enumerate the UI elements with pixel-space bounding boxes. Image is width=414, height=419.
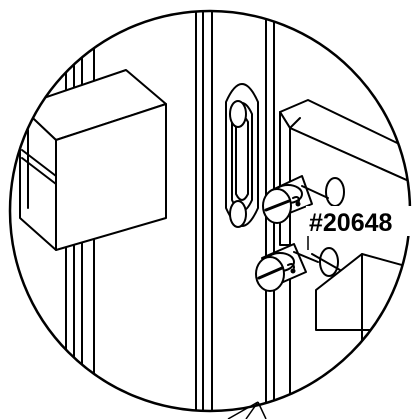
- callout-pointer: [227, 401, 267, 419]
- part-number-callout: #20648: [306, 206, 414, 250]
- left-bracket-block: [19, 69, 167, 251]
- strike-plate: [225, 83, 259, 228]
- upper-pin-screw: [262, 175, 329, 224]
- part-number-label: #20648: [309, 209, 393, 237]
- lower-pin-screw: [255, 243, 319, 292]
